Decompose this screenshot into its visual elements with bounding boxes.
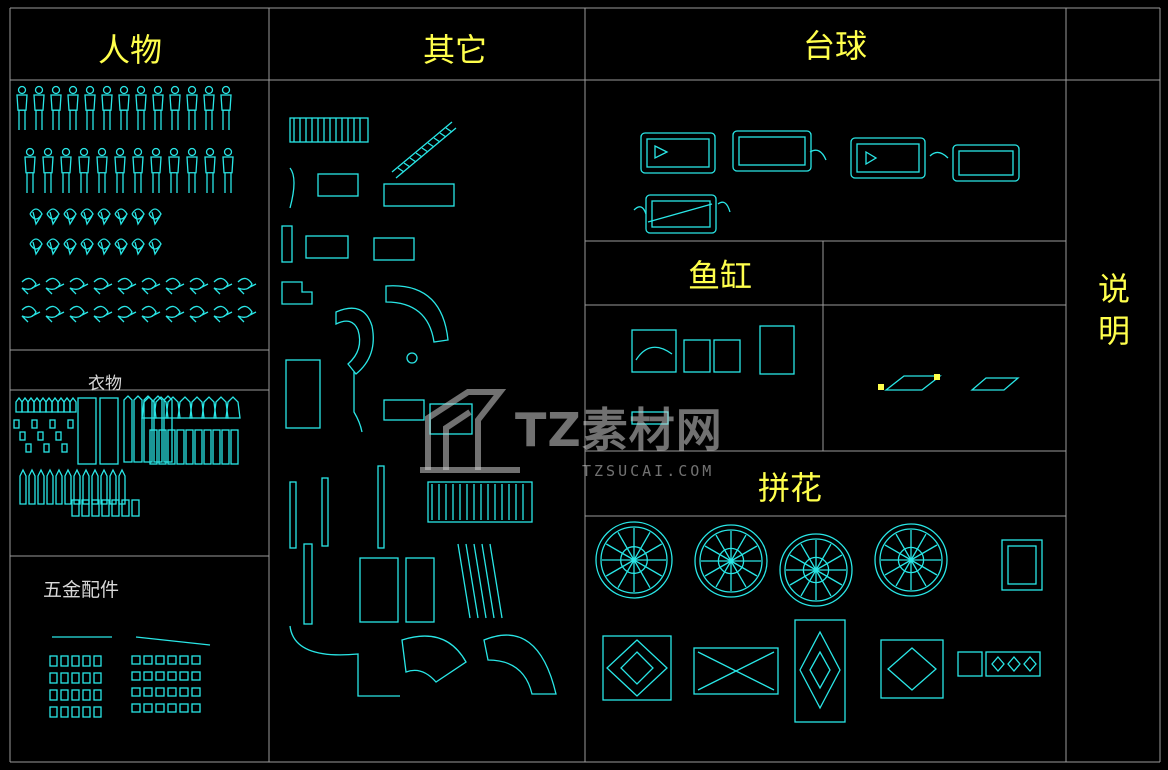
section-title-people: 人物 (97, 31, 162, 69)
section-title-notes: 说明 (1097, 270, 1130, 350)
pool-table-icon (633, 130, 1020, 234)
hardware-fittings-icon (49, 636, 211, 718)
section-title-other: 其它 (422, 31, 487, 69)
human-figures-icon (16, 85, 257, 323)
watermark-url: TZSUCAI.COM (582, 462, 715, 480)
clothing-icon (13, 395, 241, 517)
table-grid (9, 7, 1161, 763)
section-title-billiards: 台球 (802, 27, 867, 65)
section-title-inlay: 拼花 (757, 469, 822, 507)
watermark-brand: TZ素材网 (515, 403, 723, 457)
section-title-hardware: 五金配件 (43, 579, 120, 601)
floor-medallion-icon (595, 521, 1043, 723)
aquarium-icon (631, 325, 1020, 425)
railing-stair-icon (281, 117, 557, 697)
section-title-fish-tank: 鱼缸 (687, 257, 752, 295)
section-title-clothing: 衣物 (88, 374, 122, 394)
